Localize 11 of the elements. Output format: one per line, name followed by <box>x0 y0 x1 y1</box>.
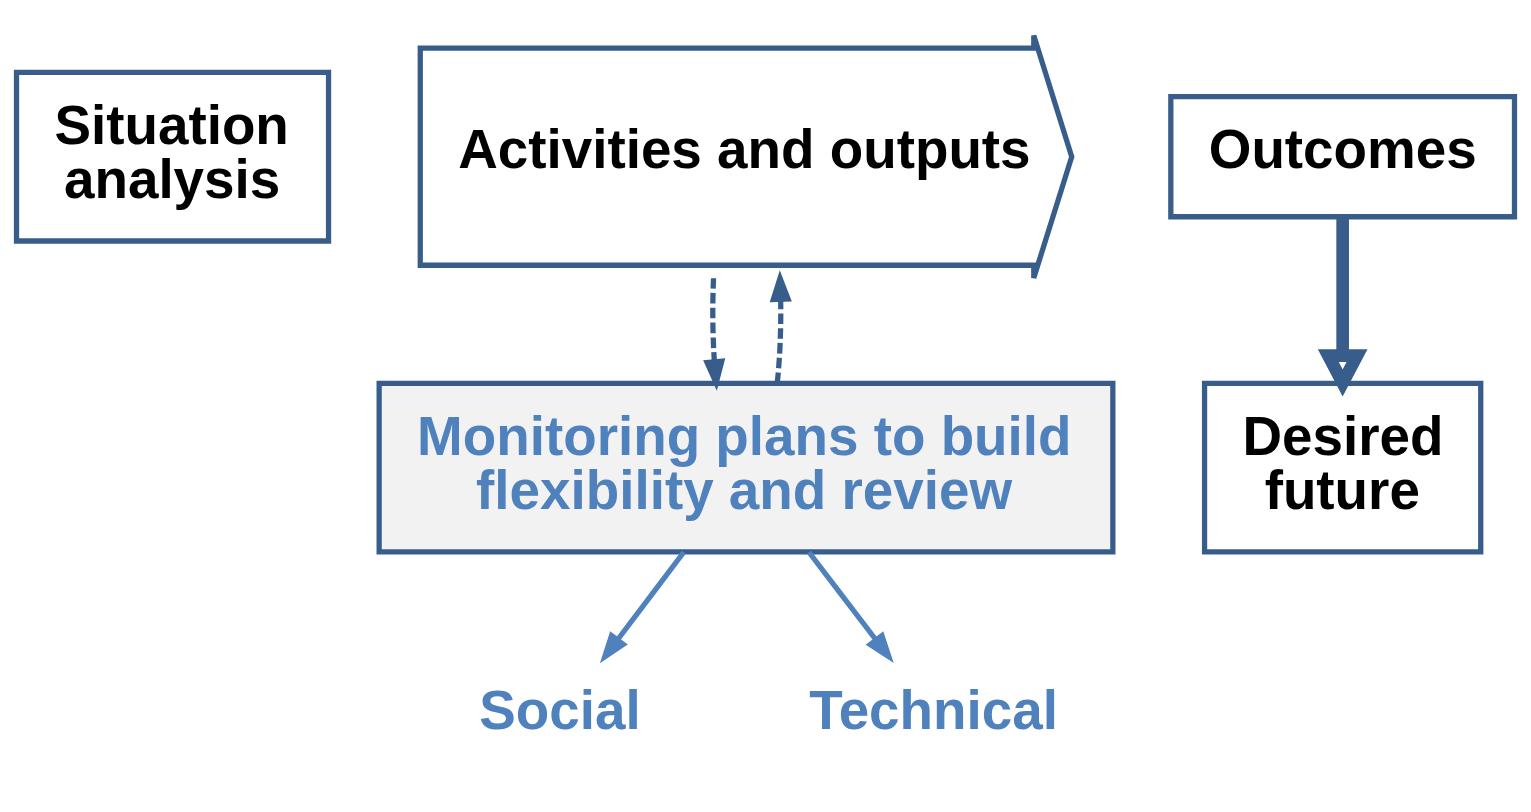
node-box: Outcomes <box>1168 93 1518 219</box>
node-text: Technical <box>809 678 1058 741</box>
node-box: Situation analysis <box>13 69 332 244</box>
node-box: Monitoring plans to build flexibility and review <box>376 380 1116 555</box>
arrow <box>599 550 686 663</box>
node-text: Social <box>479 678 641 741</box>
node-box: Desired future <box>1201 380 1484 555</box>
arrow <box>703 277 726 391</box>
arrow <box>769 269 792 383</box>
arrow <box>1317 216 1368 397</box>
arrow <box>806 550 894 663</box>
